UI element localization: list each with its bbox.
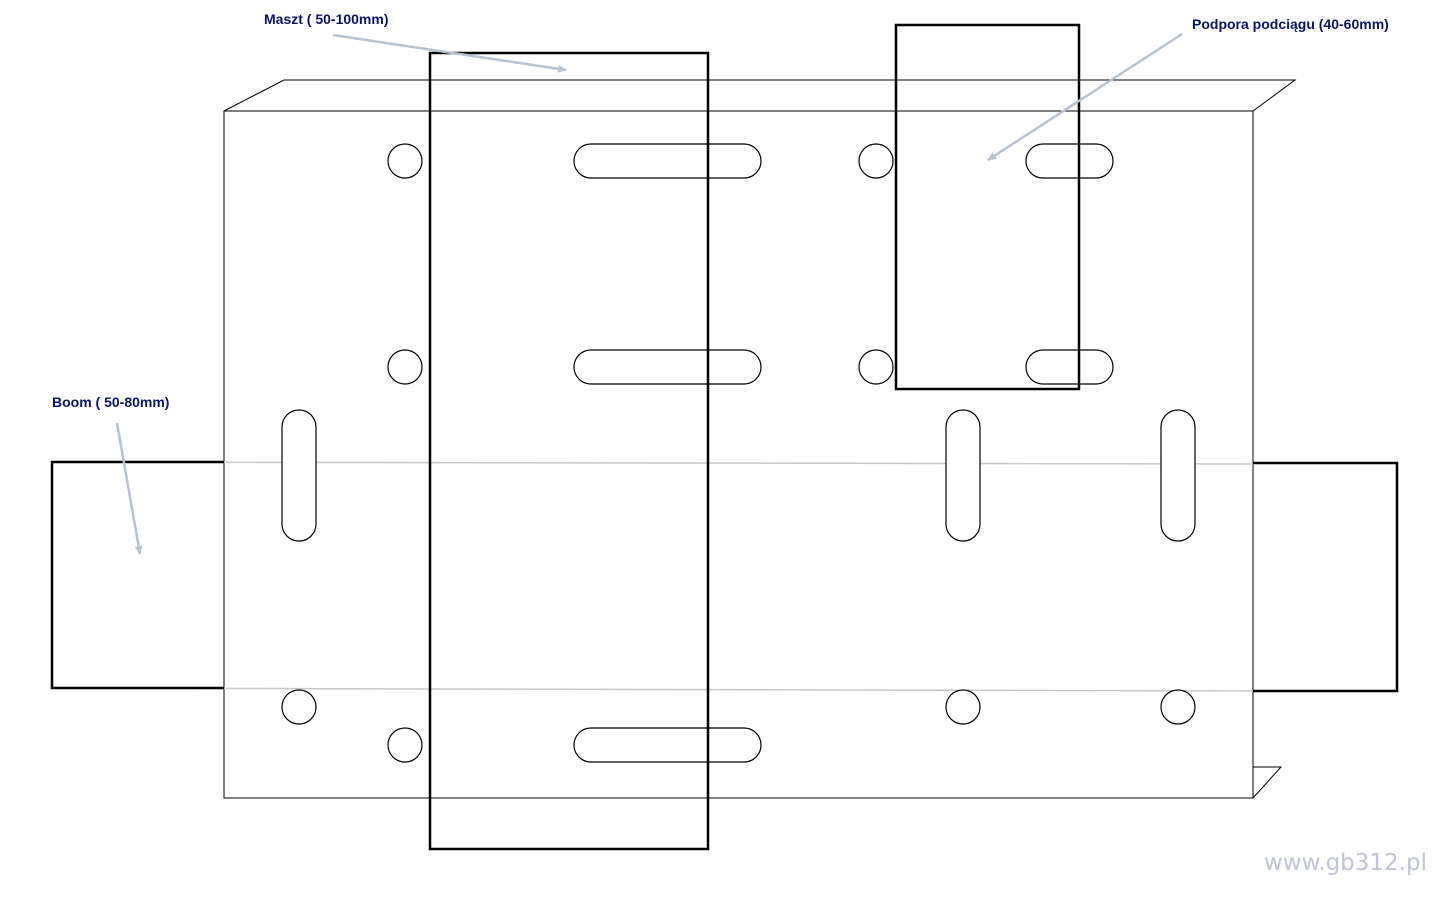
hole xyxy=(281,689,317,725)
slot xyxy=(945,409,981,542)
slot xyxy=(573,727,762,763)
plate-top-edge xyxy=(223,79,1297,112)
hole xyxy=(387,349,423,385)
mast-arrow xyxy=(332,33,567,73)
girder-support-label: Podpora podciągu (40-60mm) xyxy=(1192,16,1389,32)
slot xyxy=(573,143,762,179)
slot xyxy=(281,409,317,542)
slot xyxy=(1025,349,1114,385)
horizontal-slots xyxy=(573,143,1114,763)
hole xyxy=(387,727,423,763)
slot xyxy=(1025,143,1114,179)
vertical-slots xyxy=(281,409,1196,542)
boom-right-end xyxy=(1253,461,1399,693)
girder-support-arrow xyxy=(987,32,1183,162)
boom-guide-bottom xyxy=(51,687,1254,692)
plate-bottom-corner xyxy=(1252,766,1283,799)
watermark: www.gb312.pl xyxy=(1264,850,1427,876)
slot xyxy=(1160,409,1196,542)
slot xyxy=(573,349,762,385)
mast-label: Maszt ( 50-100mm) xyxy=(264,11,389,27)
boom-left-end xyxy=(50,460,224,690)
round-holes xyxy=(281,143,1196,763)
hole xyxy=(945,689,981,725)
hole xyxy=(1160,689,1196,725)
boom-arrow xyxy=(115,422,143,555)
girder-support-outline xyxy=(894,23,1081,391)
mast-outline xyxy=(428,51,710,851)
hole xyxy=(858,143,894,179)
boom-guide-top xyxy=(51,461,1254,465)
plate xyxy=(223,79,1297,799)
boom-label: Boom ( 50-80mm) xyxy=(52,394,169,410)
hole xyxy=(387,143,423,179)
hole xyxy=(858,349,894,385)
plate-front xyxy=(223,110,1254,799)
